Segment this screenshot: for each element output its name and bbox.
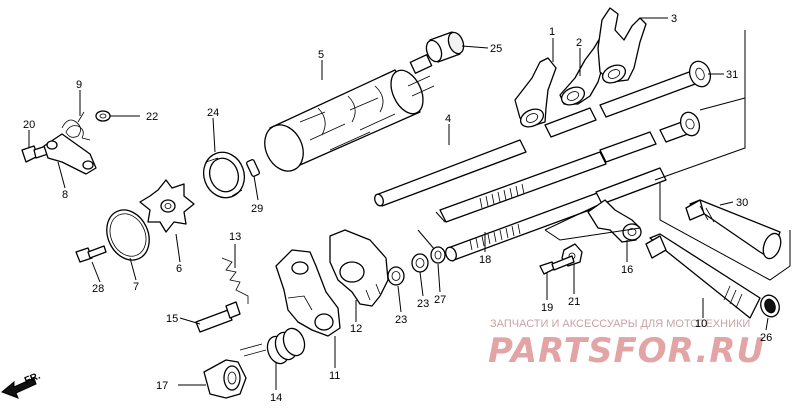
return-spring-14: [239, 327, 306, 365]
spring-9: [61, 111, 91, 141]
callout-15: 15: [166, 313, 178, 325]
callout-labels: 1 2 3 4 5 6 7 8 9 10 11 12 13 14 15 16 1…: [23, 13, 772, 404]
callout-22: 22: [146, 111, 158, 123]
gearshift-spindle-10: [645, 233, 761, 319]
stopper-plate-8: [43, 133, 97, 175]
shift-fork-3: [597, 7, 647, 84]
washer-23a: [387, 266, 405, 286]
spring-13: [221, 257, 249, 304]
bolt-20: [21, 145, 49, 163]
washer-22: [95, 110, 111, 122]
bolt-15: [195, 301, 241, 333]
bolt-28: [75, 245, 107, 263]
oil-seal-26: [760, 294, 780, 318]
callout-23-a: 23: [395, 314, 407, 326]
pin-29: [246, 159, 260, 177]
callout-26: 26: [760, 332, 772, 344]
callout-18: 18: [479, 254, 491, 266]
callout-30: 30: [736, 197, 748, 209]
callout-6: 6: [176, 263, 182, 275]
circlip-27: [430, 246, 446, 264]
callout-27: 27: [434, 294, 446, 306]
callout-10: 10: [695, 318, 707, 330]
callout-31: 31: [726, 69, 738, 81]
watermark-caption: ЗАПЧАСТИ И АКСЕССУАРЫ ДЛЯ МОТОТЕХНИКИ: [490, 318, 750, 330]
callout-11: 11: [329, 370, 340, 382]
plate-7: [106, 209, 150, 261]
shift-plate-12: [329, 229, 389, 307]
front-direction-arrow-icon: [1, 377, 37, 399]
callout-4: 4: [445, 113, 451, 125]
callout-2: 2: [576, 37, 582, 49]
callout-12: 12: [350, 323, 362, 335]
callout-28: 28: [92, 283, 104, 295]
star-cam-6: [139, 179, 195, 233]
callout-5: 5: [318, 49, 324, 61]
callout-29: 29: [251, 203, 263, 215]
callout-9: 9: [76, 79, 82, 91]
callout-16: 16: [621, 264, 633, 276]
front-direction-marker: FR.: [1, 370, 42, 399]
callout-13: 13: [229, 231, 241, 243]
washer-23b: [411, 253, 429, 273]
callout-3: 3: [671, 13, 677, 25]
fork-shaft-4: [374, 60, 712, 207]
callout-8: 8: [62, 189, 68, 201]
watermark-brand: PARTSFOR.RU: [488, 331, 765, 371]
callout-20: 20: [23, 119, 35, 131]
callout-24: 24: [207, 107, 219, 119]
callout-23-b: 23: [417, 298, 429, 310]
callout-1: 1: [549, 26, 555, 38]
stopper-arm-16: [544, 199, 642, 243]
callout-25: 25: [490, 43, 502, 55]
shift-arm-11: [275, 249, 341, 337]
leader-lines: [28, 17, 769, 390]
callout-17: 17: [156, 380, 168, 392]
shift-drum: [264, 54, 435, 172]
callout-19: 19: [541, 302, 553, 314]
watermark: ЗАПЧАСТИ И АКСЕССУАРЫ ДЛЯ МОТОТЕХНИКИ PA…: [488, 318, 765, 371]
callout-14: 14: [270, 392, 282, 404]
collar-17: [203, 359, 247, 399]
group-frame-right: [417, 30, 746, 251]
oil-seal-24: [202, 151, 246, 199]
bolt-19: [539, 255, 575, 275]
shift-fork-1: [514, 57, 557, 128]
bearing-25: [425, 31, 465, 63]
callout-7: 7: [133, 281, 139, 293]
front-direction-label: FR.: [23, 370, 42, 386]
shaft-30: [659, 182, 791, 281]
shift-spindle-31: [439, 111, 701, 223]
callout-21: 21: [568, 296, 580, 308]
